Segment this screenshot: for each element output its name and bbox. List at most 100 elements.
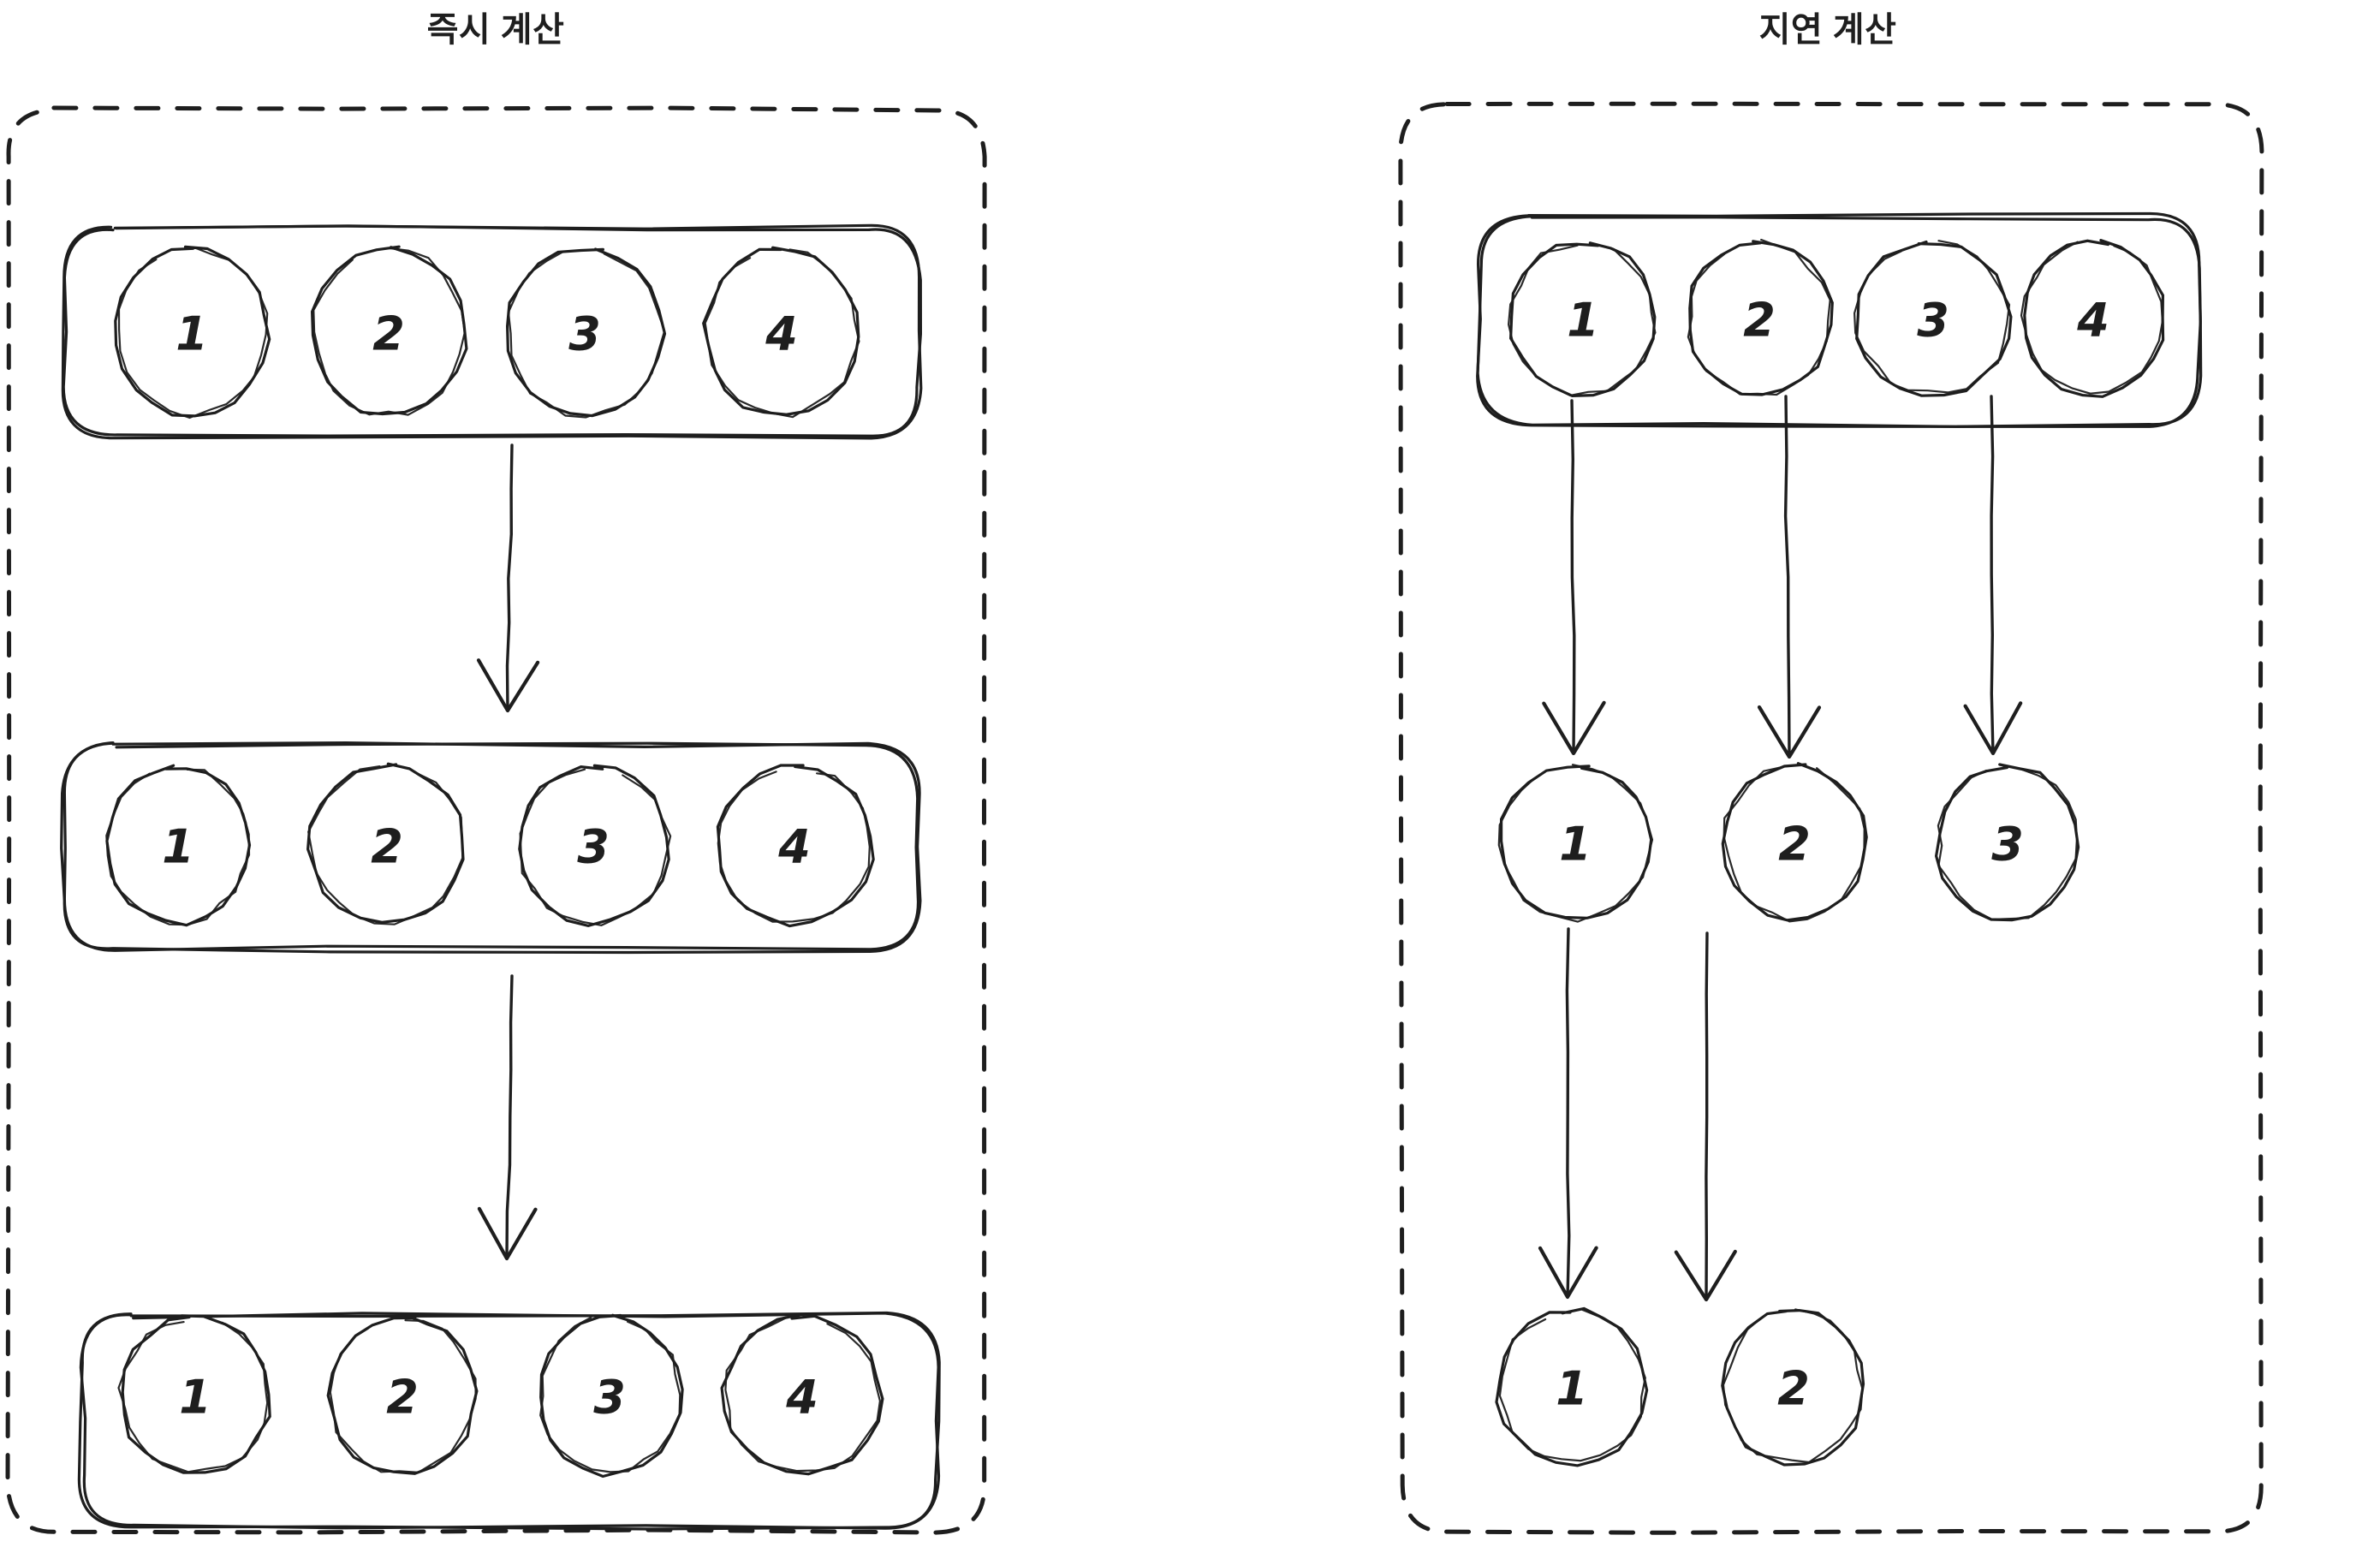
arrow-head-icon bbox=[1538, 1246, 1598, 1300]
node-label: 4 bbox=[785, 1371, 818, 1425]
node-label: 2 bbox=[1777, 1362, 1810, 1416]
arrow-lazy-arrow-1b bbox=[1538, 927, 1598, 1300]
node-label: 3 bbox=[1917, 294, 1949, 348]
node-circle-outline bbox=[1934, 763, 2080, 922]
node-label: 3 bbox=[593, 1371, 626, 1425]
node-label: 1 bbox=[176, 307, 208, 361]
node-label: 1 bbox=[1556, 1362, 1588, 1416]
node-eager-row-3-3[interactable]: 3 bbox=[539, 1313, 684, 1479]
arrow-shaft bbox=[505, 443, 514, 712]
arrow-lazy-arrow-1a bbox=[1542, 399, 1606, 756]
arrow-head-icon bbox=[1542, 700, 1606, 756]
node-label: 2 bbox=[386, 1371, 419, 1425]
node-circle-echo bbox=[312, 247, 467, 416]
node-circle-echo bbox=[105, 768, 251, 926]
node-circle-echo bbox=[507, 250, 666, 419]
node-eager-row-2-3[interactable]: 3 bbox=[518, 764, 672, 928]
arrow-lazy-arrow-3a bbox=[1963, 395, 2023, 756]
node-circle-echo bbox=[1497, 764, 1654, 923]
node-label: 2 bbox=[1778, 818, 1811, 872]
node-circle-echo bbox=[2020, 241, 2164, 395]
node-lazy-row-3-1[interactable]: 1 bbox=[1495, 1306, 1649, 1467]
node-circle-echo bbox=[1498, 1308, 1646, 1462]
node-eager-row-1-3[interactable]: 3 bbox=[505, 247, 667, 419]
node-label: 1 bbox=[1567, 294, 1599, 348]
node-lazy-row-1-3[interactable]: 3 bbox=[1853, 240, 2013, 397]
node-eager-row-2-4[interactable]: 4 bbox=[716, 764, 875, 928]
row-eager-row-1: 1 2 3 4 bbox=[61, 223, 923, 440]
node-eager-row-2-2[interactable]: 2 bbox=[306, 762, 465, 925]
node-label: 3 bbox=[577, 820, 610, 874]
node-circle-echo bbox=[1507, 244, 1657, 397]
node-label: 4 bbox=[2076, 294, 2109, 348]
arrow-head-icon bbox=[1674, 1249, 1737, 1302]
node-lazy-row-1-2[interactable]: 2 bbox=[1687, 238, 1834, 396]
arrow-head-icon bbox=[1757, 705, 1822, 759]
node-lazy-row-3-2[interactable]: 2 bbox=[1721, 1308, 1865, 1467]
node-eager-row-2-1[interactable]: 1 bbox=[105, 764, 252, 927]
node-eager-row-3-1[interactable]: 1 bbox=[117, 1314, 271, 1474]
node-circle-echo bbox=[117, 1321, 269, 1473]
node-label: 2 bbox=[371, 820, 403, 874]
arrow-head-icon bbox=[476, 658, 540, 713]
node-lazy-row-1-1[interactable]: 1 bbox=[1507, 241, 1657, 398]
collection-box-echo bbox=[62, 741, 920, 952]
node-lazy-row-2-2[interactable]: 2 bbox=[1721, 762, 1868, 923]
node-circle-echo bbox=[519, 768, 672, 926]
node-label: 1 bbox=[1559, 818, 1592, 872]
node-circle-echo bbox=[704, 248, 860, 419]
node-label: 2 bbox=[1743, 294, 1776, 348]
row-eager-row-2: 1 2 3 4 bbox=[60, 741, 922, 955]
collection-box-echo bbox=[79, 1312, 941, 1530]
row-eager-row-3: 1 2 3 4 bbox=[77, 1311, 941, 1531]
node-eager-row-3-2[interactable]: 2 bbox=[326, 1314, 479, 1475]
arrow-eager-arrow-2 bbox=[477, 974, 538, 1261]
node-label: 3 bbox=[1991, 818, 2024, 872]
node-label: 4 bbox=[765, 307, 798, 361]
node-lazy-row-2-3[interactable]: 3 bbox=[1934, 763, 2080, 922]
arrow-lazy-arrow-2a bbox=[1757, 395, 1822, 759]
collection-box-lazy-row-1 bbox=[1476, 211, 2203, 428]
node-label: 2 bbox=[372, 307, 405, 361]
arrow-shaft bbox=[1990, 395, 1995, 755]
node-circle-outline bbox=[2023, 239, 2165, 398]
collection-box-echo bbox=[1476, 215, 2202, 428]
row-lazy-row-1: 1 2 3 4 bbox=[1476, 211, 2203, 428]
arrow-head-icon bbox=[1963, 701, 2023, 756]
node-circle-outline bbox=[310, 245, 468, 416]
node-label: 1 bbox=[162, 820, 194, 874]
node-lazy-row-1-4[interactable]: 4 bbox=[2020, 239, 2165, 398]
node-eager-row-1-4[interactable]: 4 bbox=[702, 246, 860, 419]
panel-frame-eager bbox=[5, 105, 987, 1535]
node-circle-echo bbox=[1722, 1308, 1864, 1464]
arrow-shaft bbox=[1570, 399, 1576, 755]
node-circle-echo bbox=[307, 765, 464, 925]
node-circle-echo bbox=[539, 1316, 681, 1473]
arrow-shaft bbox=[1705, 931, 1709, 1301]
node-label: 3 bbox=[568, 307, 601, 361]
node-circle-echo bbox=[717, 771, 871, 923]
arrow-shaft bbox=[505, 974, 514, 1260]
node-eager-row-1-2[interactable]: 2 bbox=[310, 245, 468, 416]
panel-title-eager: 즉시 계산 bbox=[427, 11, 565, 49]
node-circle-echo bbox=[1687, 238, 1831, 396]
node-circle-echo bbox=[1723, 766, 1865, 923]
node-circle-echo bbox=[117, 246, 269, 420]
arrow-shaft bbox=[1783, 395, 1791, 759]
collection-box-echo bbox=[62, 224, 922, 437]
panel-eager: 즉시 계산 1 2 3 4 1 2 3 4 1 2 3 4 bbox=[5, 11, 987, 1535]
arrow-shaft bbox=[1565, 927, 1571, 1299]
node-label: 1 bbox=[179, 1371, 211, 1425]
node-eager-row-1-1[interactable]: 1 bbox=[114, 245, 271, 420]
node-eager-row-3-4[interactable]: 4 bbox=[720, 1313, 884, 1476]
node-circle-echo bbox=[724, 1316, 882, 1473]
node-circle-echo bbox=[1853, 240, 2011, 394]
node-lazy-row-2-1[interactable]: 1 bbox=[1497, 764, 1654, 923]
panel-frame-lazy bbox=[1398, 101, 2264, 1535]
arrow-lazy-arrow-2b bbox=[1674, 931, 1737, 1302]
node-circle-echo bbox=[1937, 768, 2079, 921]
row-lazy-row-2: 1 2 3 bbox=[1497, 762, 2080, 923]
